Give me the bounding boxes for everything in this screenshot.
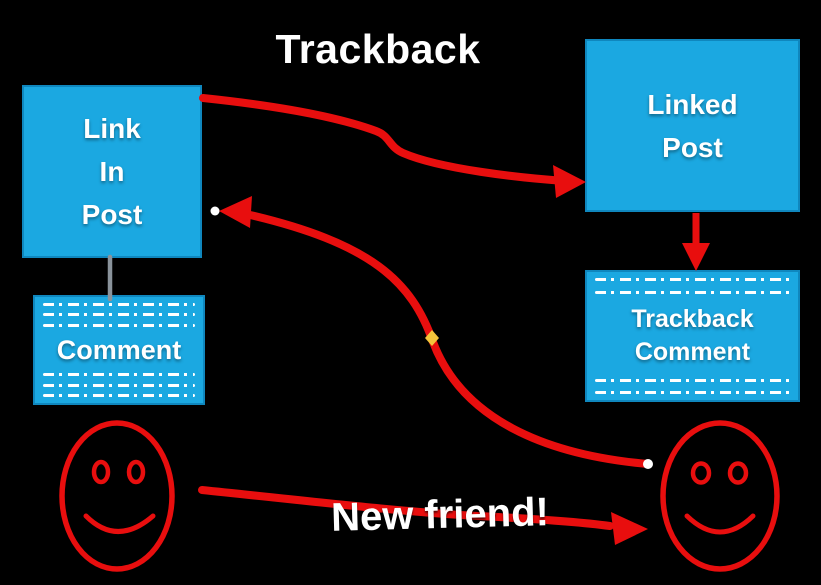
linked-post-box: Linked Post — [585, 39, 800, 212]
dash-dot-line — [43, 393, 195, 397]
dot-marker-icon — [643, 459, 653, 469]
new-friend-label: New friend! — [330, 490, 550, 540]
arrow-trackback-send — [199, 94, 570, 185]
linked-post-line2: Post — [662, 131, 723, 163]
linked-post-label: Linked Post — [647, 83, 737, 169]
link-in-post-box: Link In Post — [22, 85, 202, 258]
link-in-post-line2: In — [99, 156, 125, 187]
eye — [727, 461, 749, 485]
smile — [684, 513, 756, 535]
smiley-face-icon — [59, 420, 175, 572]
trackback-comment-box: Trackback Comment — [585, 270, 800, 402]
trackback-comment-label: Trackback Comment — [595, 303, 790, 369]
dash-dot-line — [595, 391, 790, 394]
smiley-face-icon — [660, 420, 780, 572]
dash-dot-line — [43, 313, 195, 317]
linked-post-line1: Linked — [647, 88, 738, 120]
trackback-comment-line2: Comment — [634, 338, 751, 366]
arrowhead-new-friend — [611, 512, 648, 545]
link-in-post-label: Link In Post — [82, 107, 143, 236]
dash-dot-line — [43, 323, 195, 327]
dash-dot-line — [43, 303, 195, 306]
dash-dot-line — [43, 383, 195, 387]
smile — [83, 513, 156, 534]
dot-marker-icon — [210, 206, 220, 216]
arrowhead-trackback-send — [553, 165, 586, 198]
eye — [126, 459, 146, 485]
eye — [91, 459, 111, 485]
link-in-post-line3: Post — [81, 199, 143, 230]
dash-dot-line — [595, 278, 790, 281]
comment-box: Comment — [33, 295, 205, 405]
face-outline — [59, 420, 175, 572]
arrowhead-return — [219, 196, 252, 228]
diamond-marker-icon — [425, 330, 439, 346]
face-outline — [660, 420, 780, 572]
trackback-comment-line1: Trackback — [631, 305, 754, 333]
dash-dot-line — [595, 378, 790, 382]
comment-label: Comment — [56, 334, 182, 365]
arrowhead-linked-to-comment — [682, 243, 710, 271]
eye — [690, 461, 712, 485]
link-in-post-line1: Link — [83, 113, 141, 144]
dash-dot-line — [595, 290, 790, 294]
page-title: Trackback — [275, 26, 481, 72]
dash-dot-line — [43, 373, 195, 377]
